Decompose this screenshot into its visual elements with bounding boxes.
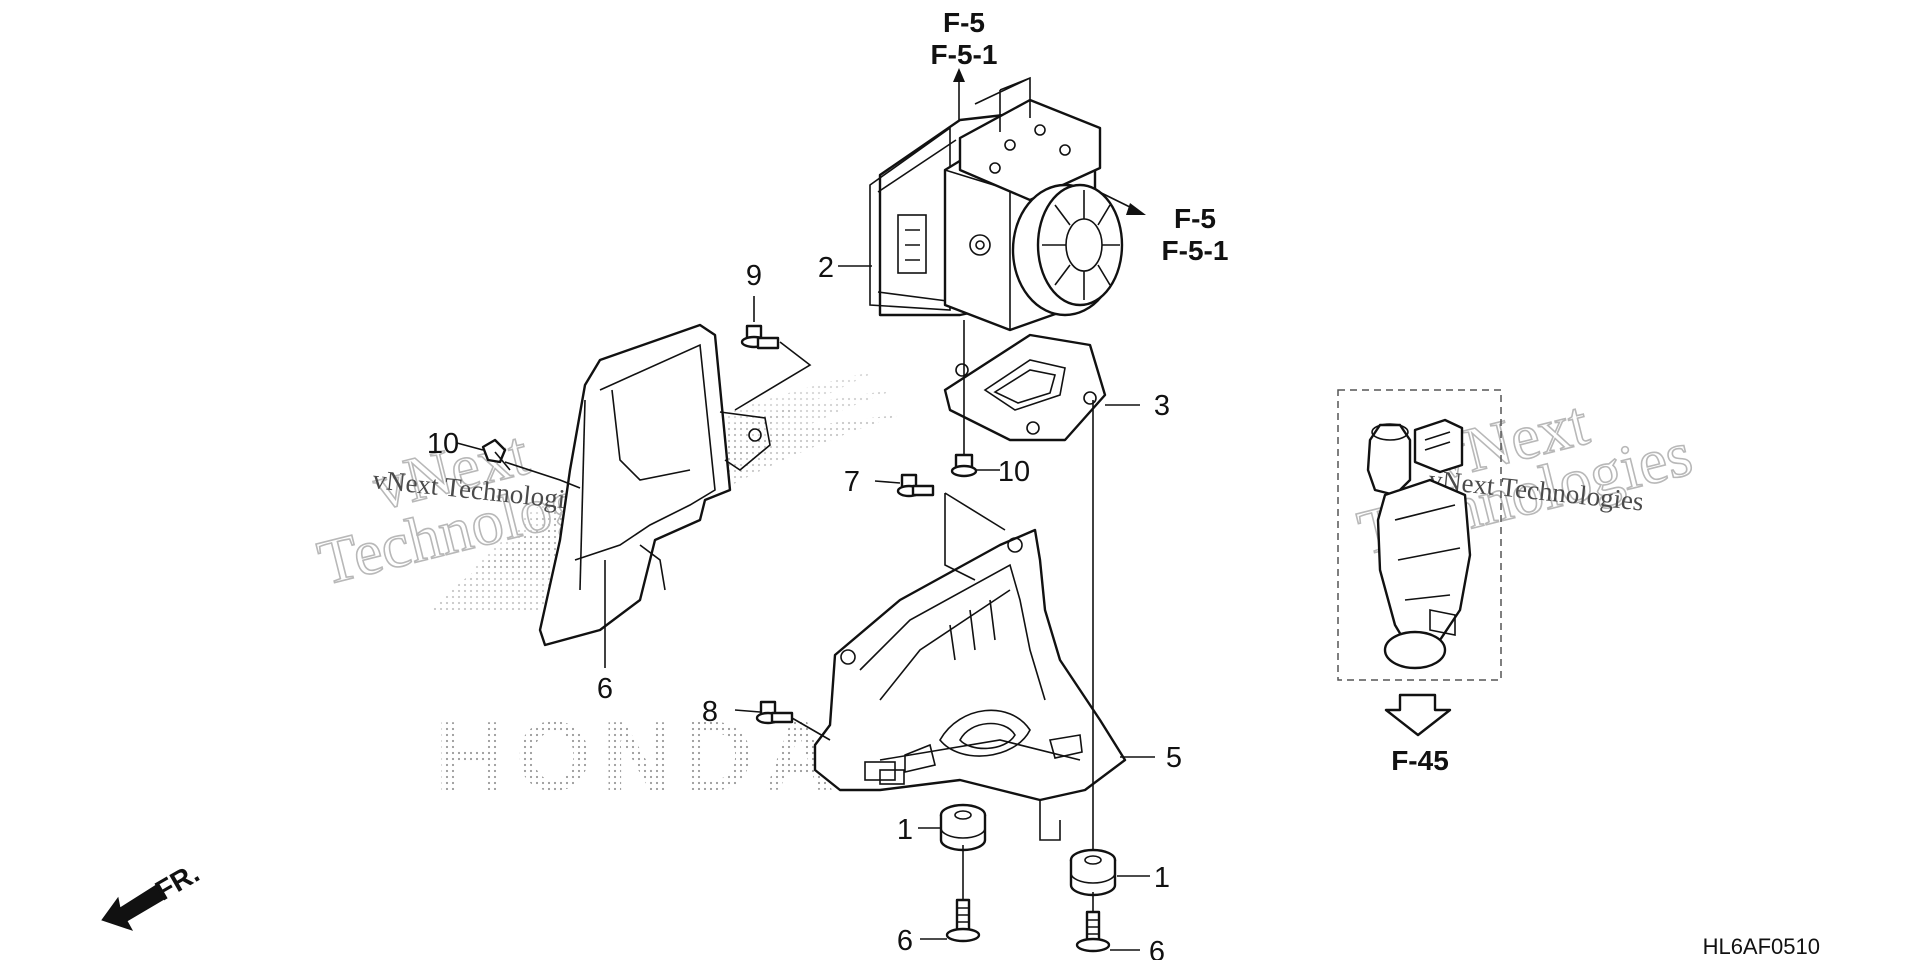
grommet-right (1069, 848, 1117, 897)
front-direction-indicator: FR. (101, 857, 205, 931)
mounting-bracket (813, 528, 1127, 802)
ref-label-right-1: F-5 (1174, 203, 1216, 234)
callouts: 2 9 10 3 10 7 6 8 5 1 1 6 6 (427, 252, 1182, 965)
callout-2: 2 (818, 252, 834, 284)
inset-sensor (1337, 389, 1502, 681)
modulator-bracket (943, 333, 1107, 442)
grommet-left (939, 803, 987, 852)
callout-10-lower: 8 (702, 696, 718, 728)
callout-9: 10 (998, 456, 1030, 488)
abs-modulator-unit (869, 98, 1124, 332)
bolt-right (1075, 910, 1111, 953)
ref-label-top-1: F-5 (943, 7, 985, 38)
heat-shield-cover (538, 323, 771, 647)
callout-1-left: 1 (897, 814, 913, 846)
bolt-left (945, 898, 981, 943)
ref-label-top-2: F-5-1 (931, 39, 998, 70)
callout-7: 9 (746, 260, 762, 292)
assembly-lines (504, 76, 1094, 912)
bolt-10-upper (896, 473, 935, 498)
bolt-10-lower (755, 700, 794, 725)
ref-arrow-top: F-5 F-5-1 (931, 7, 998, 132)
ref-label-bottom: F-45 (1391, 745, 1449, 776)
arrow-down-left-icon (101, 883, 167, 931)
nut-9 (950, 453, 978, 478)
callout-6-left: 6 (897, 925, 913, 957)
callout-5: 6 (597, 673, 613, 705)
callout-8: 10 (427, 428, 459, 460)
diagram-code: HL6AF0510 (1703, 934, 1820, 959)
ref-label-right-2: F-5-1 (1162, 235, 1229, 266)
clip-8 (481, 438, 511, 471)
callout-1-right: 1 (1154, 862, 1170, 894)
bolt-7 (740, 324, 780, 350)
ref-arrow-bottom: F-45 (1384, 693, 1452, 776)
callout-10-upper: 7 (844, 466, 860, 498)
callout-4: 5 (1166, 742, 1182, 774)
callout-6-right: 6 (1149, 936, 1165, 960)
callout-3: 3 (1154, 390, 1170, 422)
